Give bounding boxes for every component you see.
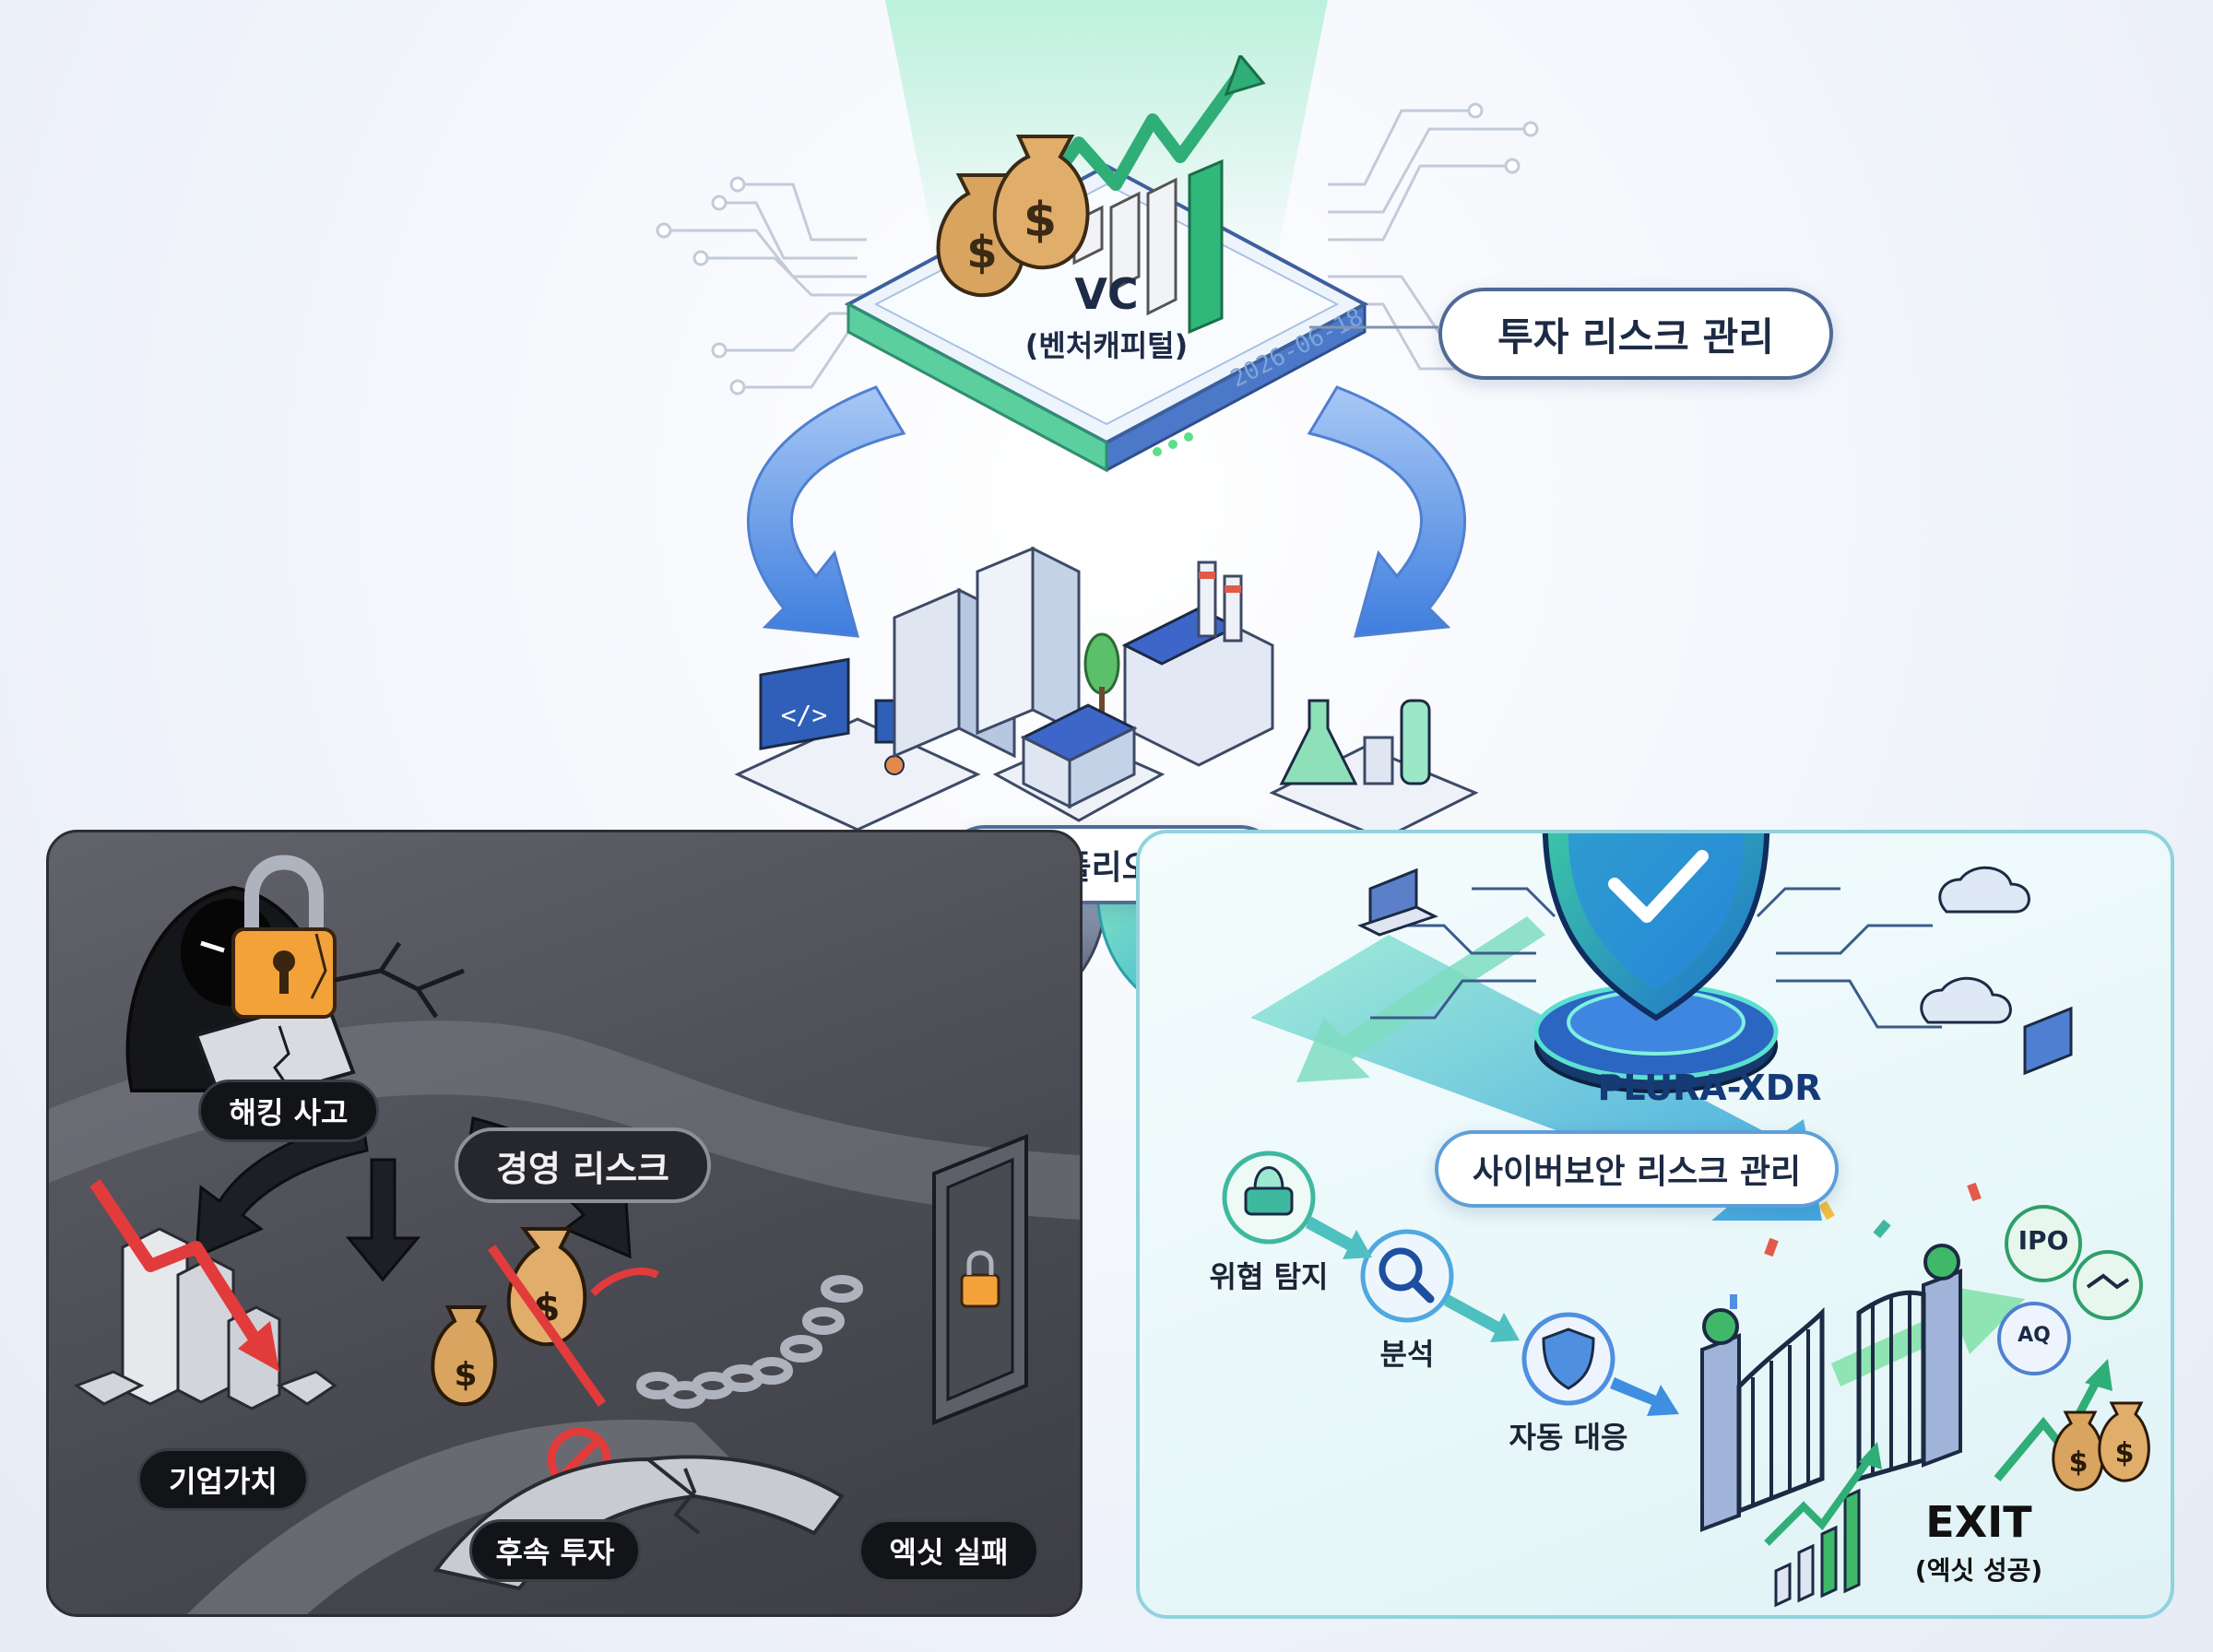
exit-money-icon: $ $ — [1994, 1359, 2150, 1492]
house — [992, 703, 1166, 822]
management-risk-pill: 경영 리스크 — [455, 1127, 711, 1203]
svg-text:$: $ — [1024, 193, 1057, 248]
respond-label: 자동 대응 — [1509, 1420, 1628, 1455]
vc-platform: $ $ — [844, 55, 1369, 473]
value-label: 기업가치 — [137, 1448, 309, 1511]
arrow-vc-to-portfolio-left — [747, 385, 906, 638]
falling-value-chart — [73, 1179, 337, 1410]
aq-badge: AQ — [2018, 1324, 2051, 1347]
analyze-label: 분석 — [1379, 1337, 1435, 1372]
exit-title: EXIT — [1925, 1497, 2032, 1547]
exit-gate — [1700, 1244, 1962, 1532]
factory — [1121, 560, 1274, 767]
investment-risk-pill: 투자 리스크 관리 — [1438, 288, 1833, 380]
locked-door — [932, 1134, 1028, 1425]
confetti — [1730, 1182, 1982, 1309]
exit-fail-label: 엑싯 실패 — [858, 1519, 1039, 1582]
management-risk-panel: $ $ 해킹 사고 경영 리스크 기업가치 후속 투자 — [46, 830, 1083, 1617]
growth-bars — [1072, 159, 1224, 335]
chain — [636, 1275, 863, 1409]
svg-text:$: $ — [454, 1356, 477, 1394]
ipo-badge-circle — [2005, 1205, 2082, 1282]
arrow-vc-to-portfolio-right — [1307, 385, 1466, 638]
exit-subtitle: (엑싯 성공) — [1914, 1555, 2043, 1586]
detect-label: 위협 탐지 — [1209, 1259, 1329, 1294]
cyber-risk-pill: 사이버보안 리스크 관리 — [1435, 1130, 1839, 1208]
shield-check-icon — [1542, 833, 1770, 1021]
padlock-icon — [231, 855, 337, 1019]
office-towers — [893, 546, 1120, 759]
hacking-label: 해킹 사고 — [198, 1080, 379, 1142]
handshake-icon — [2073, 1250, 2143, 1320]
svg-text:$: $ — [2115, 1437, 2135, 1469]
laptop-device-icon — [1357, 867, 1438, 937]
svg-text:$: $ — [2069, 1446, 2089, 1479]
money-bag-icon: $ $ — [936, 135, 1090, 298]
vc-subtitle: (벤처캐피털) — [1024, 328, 1189, 363]
portfolio-buildings: </> — [734, 546, 1479, 841]
vc-title: VC — [1074, 269, 1139, 319]
svg-text:$: $ — [966, 227, 997, 278]
svg-text:</>: </> — [781, 700, 828, 730]
detect-step-icon — [1222, 1150, 1316, 1245]
auto-response-icon — [1521, 1312, 1615, 1406]
follow-on-label: 후속 투자 — [469, 1519, 641, 1582]
step-arrows — [1306, 1216, 1679, 1416]
card-device-icon — [2023, 1006, 2073, 1076]
product-name: PLURA-XDR — [1597, 1068, 1822, 1108]
cyber-risk-panel: $ $ PLURA-XDR 사이버보안 리스크 관리 위협 탐지 분석 자동 대… — [1136, 830, 2174, 1619]
lab — [1269, 699, 1479, 841]
cloud-icon — [1920, 866, 2030, 1024]
magnifier-icon — [1360, 1229, 1454, 1323]
circuit-lines-left — [664, 183, 885, 389]
exit-growth-chart — [1764, 1442, 1882, 1608]
aq-badge-circle — [1997, 1302, 2071, 1375]
growth-arrow-icon — [1036, 69, 1246, 198]
follow-on-money-icon: $ $ — [431, 1227, 659, 1492]
ipo-badge: IPO — [2018, 1225, 2069, 1256]
